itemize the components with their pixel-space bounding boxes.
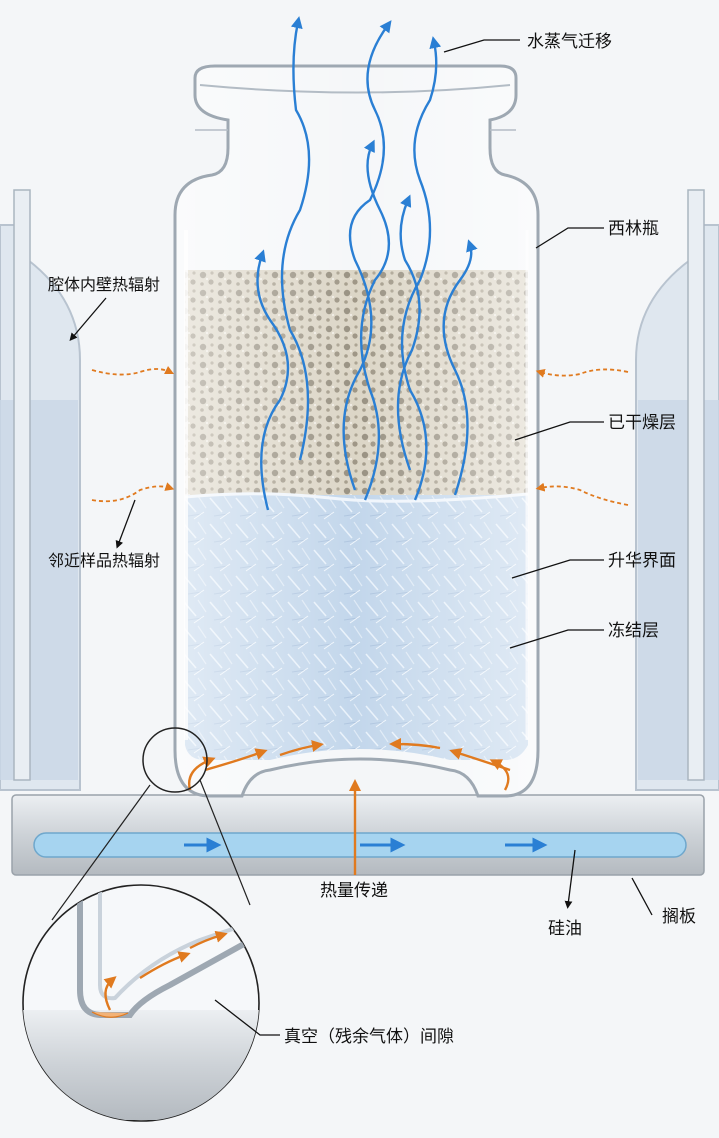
left-neighbor-vial [0, 189, 81, 791]
label-silicone-oil: 硅油 [548, 919, 582, 939]
label-dried-layer: 已干燥层 [608, 413, 676, 433]
label-vacuum-gap: 真空（残余气体）间隙 [284, 1027, 454, 1047]
label-heat-transfer: 热量传递 [320, 881, 388, 901]
detail-marker-circle [142, 727, 208, 793]
heat-arrows [188, 738, 511, 875]
right-neighbor-vial [635, 189, 719, 791]
vapor-arrows [254, 16, 478, 511]
label-chamber-wall-radiation: 腔体内壁热辐射 [48, 275, 160, 294]
label-adjacent-sample-radiation: 邻近样品热辐射 [48, 551, 160, 570]
label-sublimation-interface: 升华界面 [608, 551, 676, 571]
leader-lines [69, 39, 653, 1036]
label-vial: 西林瓶 [608, 219, 659, 239]
label-shelf: 搁板 [662, 907, 696, 927]
label-frozen-layer: 冻结层 [608, 621, 659, 641]
zoom-detail [22, 884, 260, 1122]
shelf [11, 794, 705, 876]
radiation-arrows [91, 365, 629, 506]
main-vial [173, 64, 540, 798]
label-vapor-migration: 水蒸气迁移 [527, 32, 612, 52]
